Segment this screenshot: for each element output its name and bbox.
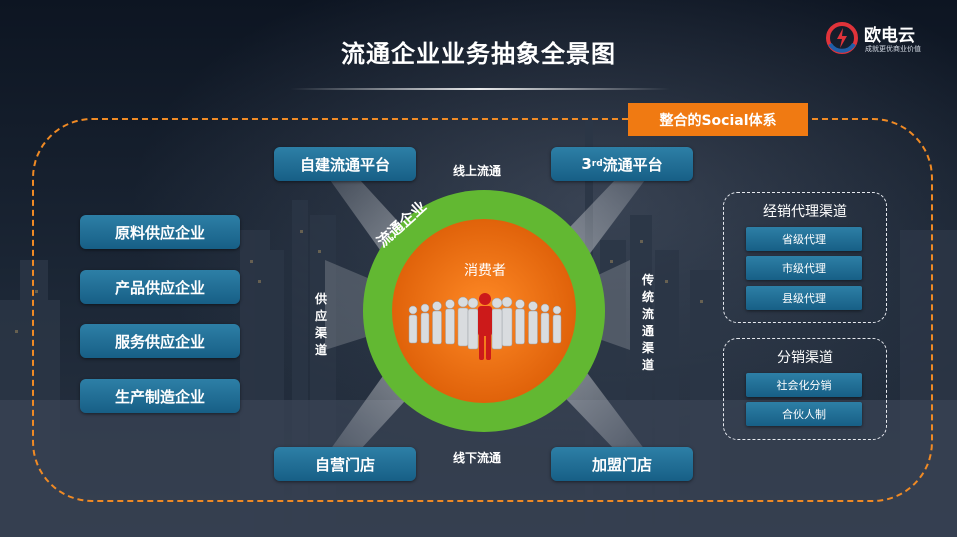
self-store-box: 自营门店 xyxy=(274,447,416,481)
supplier-box: 服务供应企业 xyxy=(80,324,240,358)
dealer-channel-title: 经销代理渠道 xyxy=(763,204,847,220)
social-system-frame xyxy=(32,118,933,502)
brand-slogan: 成就更优商业价值 xyxy=(865,45,921,53)
third-party-sup: rd xyxy=(591,159,603,169)
crowd-icon xyxy=(408,293,562,360)
lightning-circle-icon xyxy=(826,22,858,54)
distribution-item: 合伙人制 xyxy=(746,402,862,426)
supply-channel-label: 供应渠道 xyxy=(314,292,327,357)
traditional-channel-label: 传统流通渠道 xyxy=(641,273,654,372)
brand-name: 欧电云 xyxy=(864,26,915,46)
third-party-suffix: 流通平台 xyxy=(602,155,663,174)
dealer-item: 市级代理 xyxy=(746,256,862,280)
supplier-box: 产品供应企业 xyxy=(80,270,240,304)
dealer-channel-group: 经销代理渠道 省级代理 市级代理 县级代理 xyxy=(723,192,887,323)
distribution-channel-title: 分销渠道 xyxy=(777,350,833,366)
distribution-item: 社会化分销 xyxy=(746,373,862,397)
dealer-item: 省级代理 xyxy=(746,227,862,251)
franchise-store-box: 加盟门店 xyxy=(551,447,693,481)
supplier-box: 原料供应企业 xyxy=(80,215,240,249)
dealer-item: 县级代理 xyxy=(746,286,862,310)
distribution-channel-group: 分销渠道 社会化分销 合伙人制 xyxy=(723,338,887,440)
brand-logo: 欧电云 成就更优商业价值 xyxy=(826,18,951,58)
supplier-box: 生产制造企业 xyxy=(80,379,240,413)
online-channel-label: 线上流通 xyxy=(453,164,502,178)
third-party-prefix: 3 xyxy=(581,155,592,173)
self-built-platform-box: 自建流通平台 xyxy=(274,147,416,181)
title-underline xyxy=(290,88,670,90)
page-title: 流通企业业务抽象全景图 xyxy=(341,40,616,68)
offline-channel-label: 线下流通 xyxy=(453,451,502,465)
social-system-label: 整合的Social体系 xyxy=(628,103,808,136)
consumer-label: 消费者 xyxy=(464,263,506,279)
